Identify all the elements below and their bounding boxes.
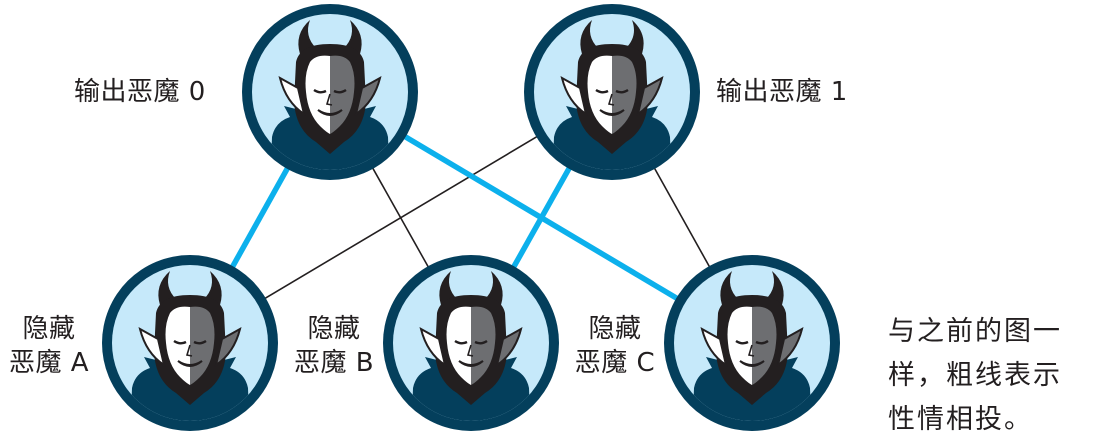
devil-node-icon-o0 [242,4,418,192]
hidden-a-label-line2: 恶魔 A [8,348,90,378]
hidden-c-label: 隐藏 恶魔 C [566,312,664,380]
devil-node-icon-o1 [524,4,700,192]
hidden-a-label-line1: 隐藏 [22,314,76,344]
devil-node-icon-b [383,255,559,443]
hidden-b-label-line1: 隐藏 [307,314,361,344]
output-0-label: 输出恶魔 0 [74,77,206,107]
hidden-c-label-line1: 隐藏 [588,314,642,344]
devil-node-icon-c [664,255,840,443]
hidden-b-label: 隐藏 恶魔 B [285,312,383,380]
hidden-a-label: 隐藏 恶魔 A [0,312,98,380]
caption: 与之前的图一 样，粗线表示 性情相投。 [888,310,1094,442]
hidden-b-label-line2: 恶魔 B [293,348,375,378]
caption-line-1: 与之前的图一 [888,316,1062,347]
caption-line-3: 性情相投。 [888,404,1033,435]
output-1-label: 输出恶魔 1 [716,77,848,107]
hidden-c-label-line2: 恶魔 C [574,348,656,378]
nodes-layer [102,4,840,443]
caption-line-2: 样，粗线表示 [888,360,1062,391]
devil-node-icon-a [102,255,278,443]
